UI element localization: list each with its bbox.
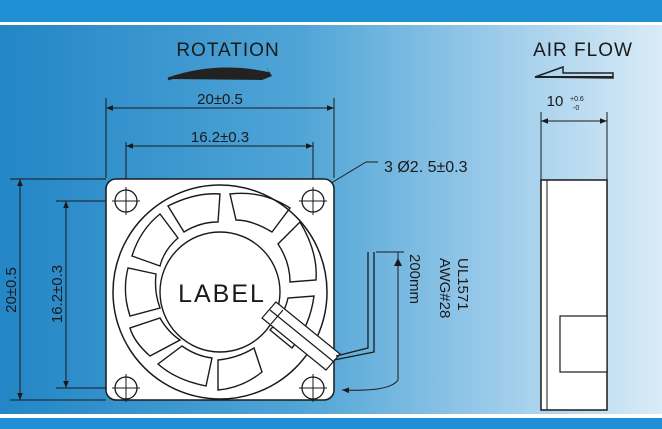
cable-length-text: 200mm <box>406 254 423 304</box>
footer-band <box>0 418 662 429</box>
rotation-label: ROTATION <box>176 40 279 61</box>
cable-dimension-arrow <box>394 258 402 266</box>
cable-wires <box>333 252 375 361</box>
cable-dimension-leader <box>341 379 399 394</box>
fan-hub <box>159 231 281 353</box>
hole-callout-text: 3 Ø2. 5±0.3 <box>384 159 468 176</box>
side-cable-block <box>559 315 608 373</box>
thickness-value: 10 <box>547 93 564 110</box>
rotation-arc <box>167 67 271 81</box>
hole-spacing-text: 16.2±0.3 <box>191 129 249 146</box>
fan-side-view <box>540 179 608 411</box>
cable-spec-line2: AWG#28 <box>436 258 453 318</box>
extension-lines <box>10 98 335 401</box>
header-stripe <box>0 22 662 25</box>
cable-spec-line1: UL1571 <box>454 258 471 311</box>
airflow-arrow-icon <box>534 65 614 79</box>
hole-crosshairs <box>112 187 327 402</box>
height-dimension-text: 20±0.5 <box>3 267 20 313</box>
fan-blades <box>124 192 317 391</box>
fan-front-view: LABEL <box>105 178 341 402</box>
fan-shroud <box>112 184 328 400</box>
thickness-tol-upper: +0.6 <box>570 96 584 103</box>
cable-strain-relief <box>261 301 341 371</box>
hub-label: LABEL <box>178 280 266 308</box>
side-body <box>540 179 608 411</box>
hole-vertical-text: 16.2±0.3 <box>49 265 66 323</box>
thickness-tol-lower: -0 <box>573 105 579 112</box>
width-dimension-text: 20±0.5 <box>197 91 243 108</box>
header-band <box>0 0 662 22</box>
airflow-label: AIR FLOW <box>533 40 633 61</box>
